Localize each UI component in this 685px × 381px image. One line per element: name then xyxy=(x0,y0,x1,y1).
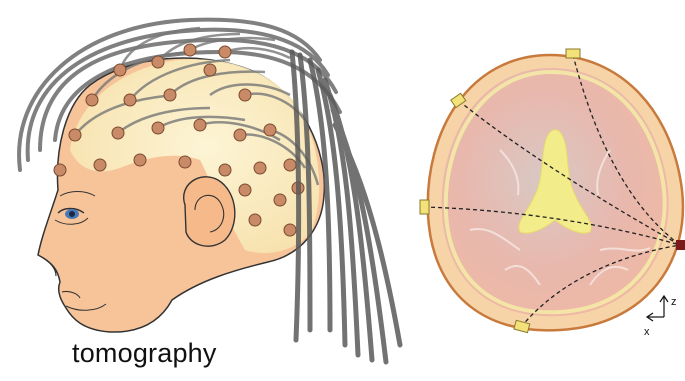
detector xyxy=(676,240,685,250)
brain-cross-section: z x xyxy=(420,49,685,338)
caption: tomography xyxy=(72,338,217,369)
axis-indicator xyxy=(647,296,668,321)
baby-head xyxy=(19,20,400,362)
x-axis-label: x xyxy=(644,326,650,338)
z-axis-label: z xyxy=(671,296,677,308)
cable-bundle-down xyxy=(292,52,400,362)
ear xyxy=(184,177,235,246)
